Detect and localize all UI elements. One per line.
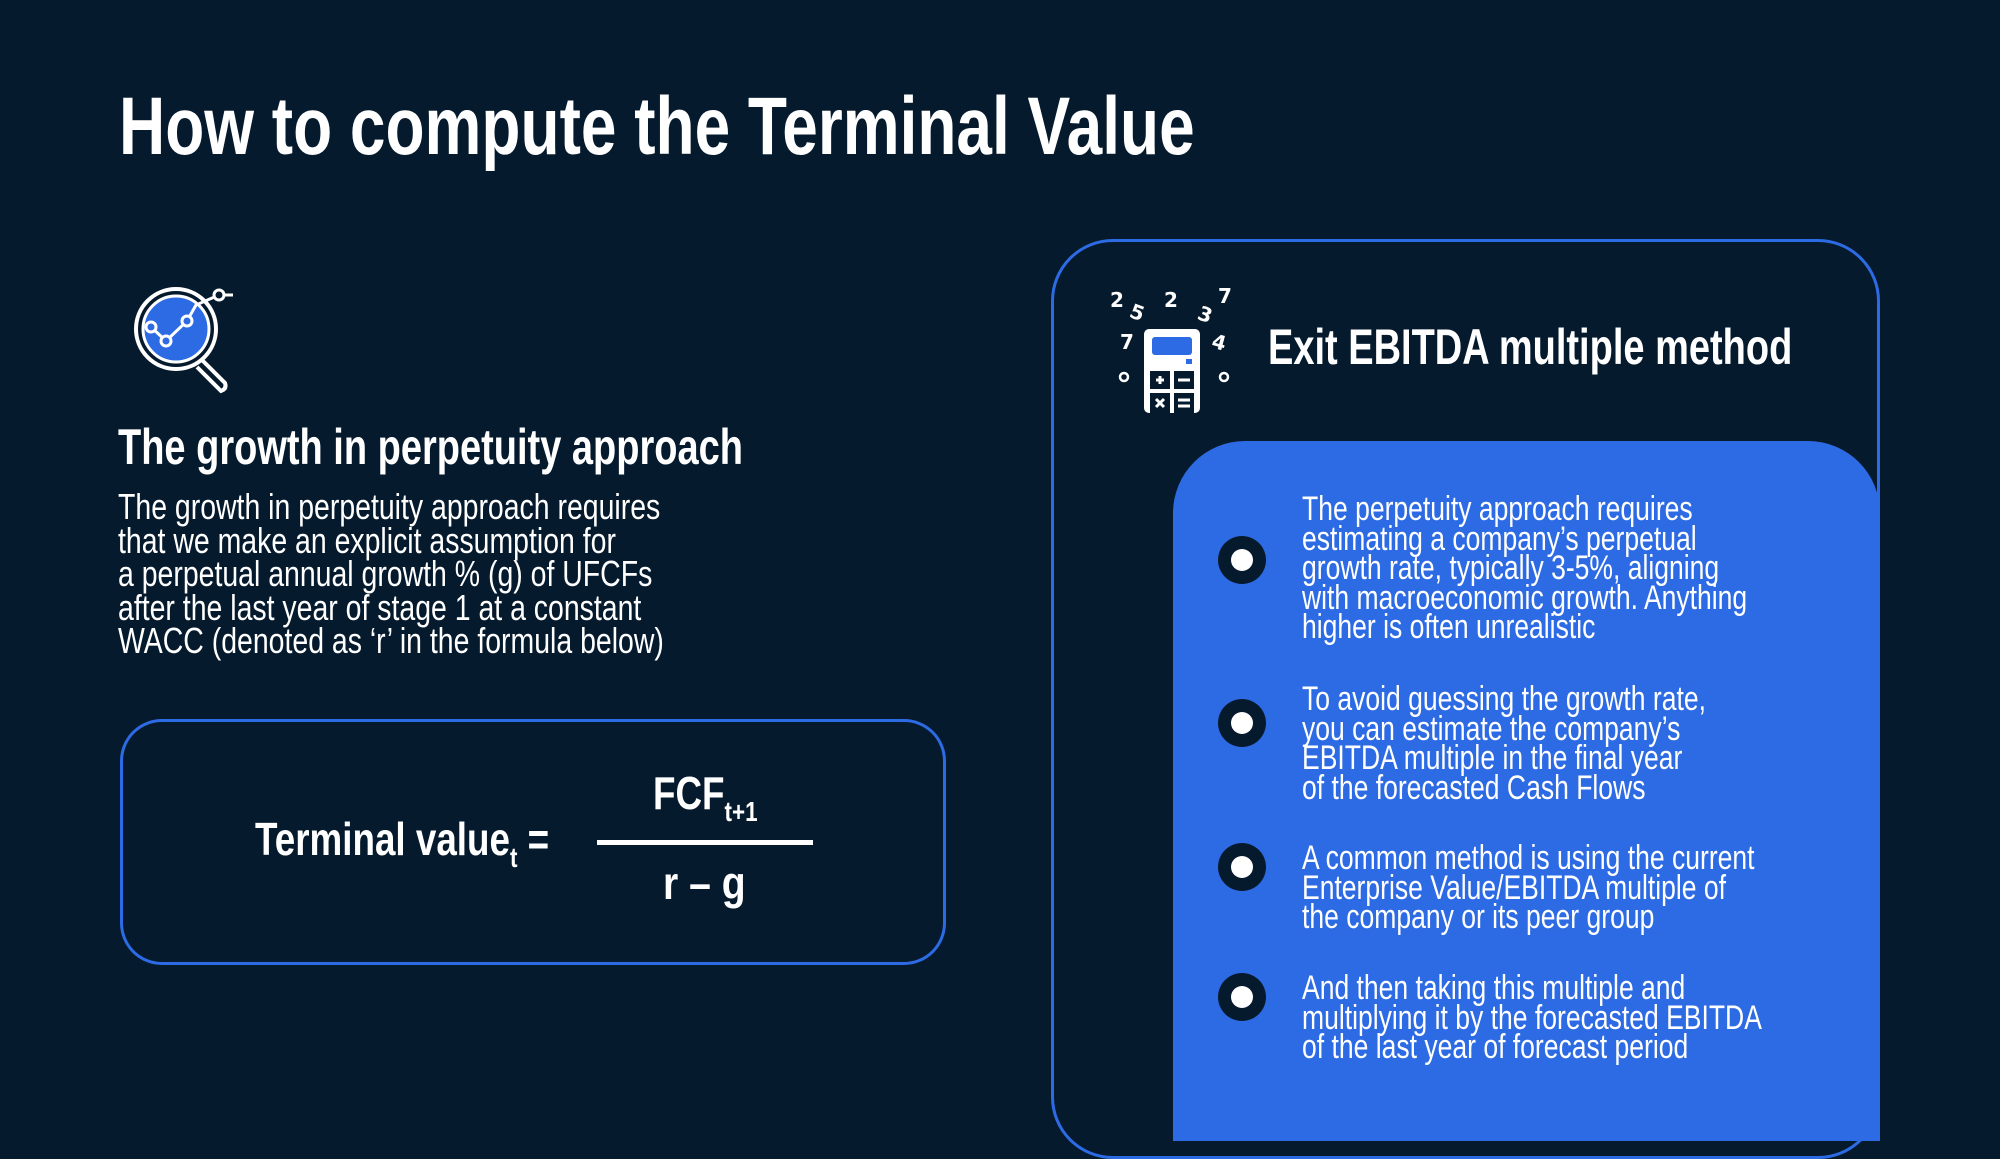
bullet-item: And then taking this multiple and multip… [1302,969,1762,1066]
svg-text:5: 5 [1127,299,1148,326]
bullet-icon [1218,699,1266,747]
formula-numerator: FCFt+1 [653,766,784,828]
svg-text:3: 3 [1195,301,1216,328]
svg-text:7: 7 [1218,285,1232,308]
bullet-icon [1218,536,1266,584]
svg-text:2: 2 [1110,288,1124,312]
svg-text:4: 4 [1209,329,1229,356]
formula-denominator: r – g [663,857,746,909]
formula-equals: = [527,813,550,865]
growth-approach-description: The growth in perpetuity approach requir… [118,486,664,661]
svg-text:2: 2 [1164,288,1178,312]
fraction-bar [597,840,813,845]
exit-multiple-heading: Exit EBITDA multiple method [1268,319,1793,375]
magnifier-chart-icon [134,287,233,394]
page-title: How to compute the Terminal Value [119,81,1195,172]
formula-numerator-text: FCF [653,767,725,819]
formula-lhs-text: Terminal value [255,813,510,865]
bullet-icon [1218,843,1266,891]
bullet-panel [1173,441,1880,1141]
formula-numerator-subscript: t+1 [724,796,758,827]
formula-lhs: Terminal valuet = [255,812,623,874]
bullet-item: The perpetuity approach requires estimat… [1302,490,1748,646]
svg-text:7: 7 [1120,330,1134,354]
formula-lhs-subscript: t [509,842,518,873]
bullet-item: To avoid guessing the growth rate, you c… [1302,680,1706,807]
growth-approach-heading: The growth in perpetuity approach [118,419,743,475]
formula-box [120,719,946,965]
bullet-item: A common method is using the current Ent… [1302,839,1755,936]
bullet-icon [1218,973,1266,1021]
